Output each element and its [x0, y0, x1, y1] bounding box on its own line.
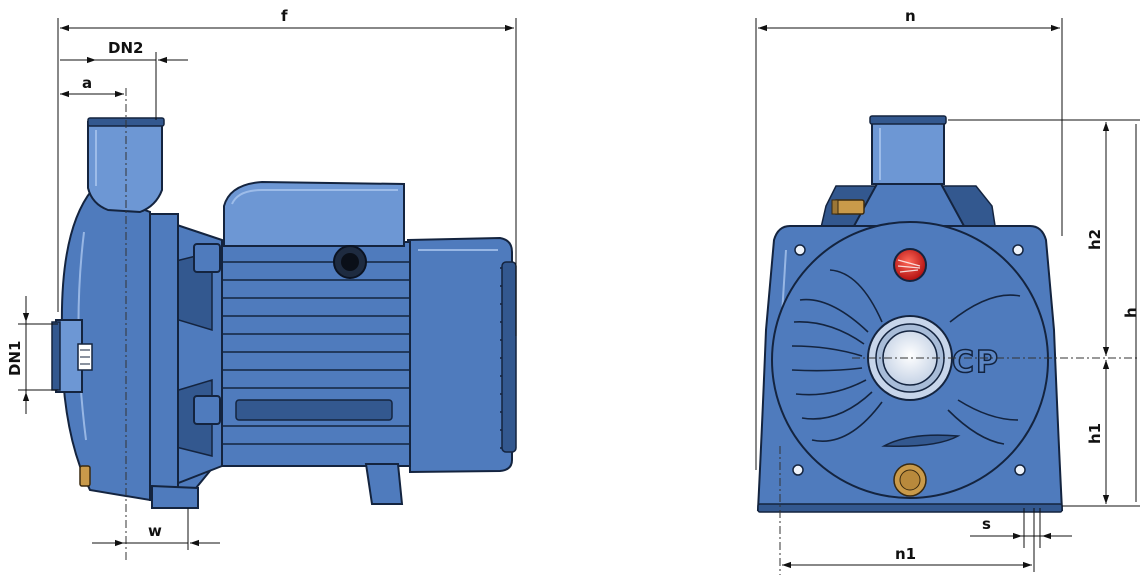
dim-label-n1: n1 — [895, 545, 916, 563]
dim-label-dn2: DN2 — [108, 39, 143, 57]
front-view-pump: CP — [756, 115, 1064, 513]
dim-label-w: w — [148, 522, 162, 540]
cooling-ribs — [791, 269, 1021, 445]
pump-casing — [51, 117, 199, 509]
motor-body — [177, 180, 411, 507]
fan-cover — [406, 236, 517, 474]
side-view-dimensions: f DN2 a DN1 w — [6, 7, 517, 560]
dim-label-f: f — [281, 7, 288, 25]
dim-label-s: s — [982, 515, 991, 533]
dim-label-a: a — [82, 74, 92, 92]
front-view-dimensions: n h2 h1 h s n1 — [755, 7, 1140, 575]
side-view-pump — [51, 117, 517, 509]
indicator-light — [893, 248, 927, 282]
dim-label-dn1: DN1 — [6, 341, 24, 376]
dim-label-h: h — [1122, 307, 1140, 318]
dim-label-n: n — [905, 7, 916, 25]
dim-label-h1: h1 — [1086, 423, 1104, 444]
dim-label-h2: h2 — [1086, 229, 1104, 250]
brand-logo: CP — [952, 345, 1000, 380]
